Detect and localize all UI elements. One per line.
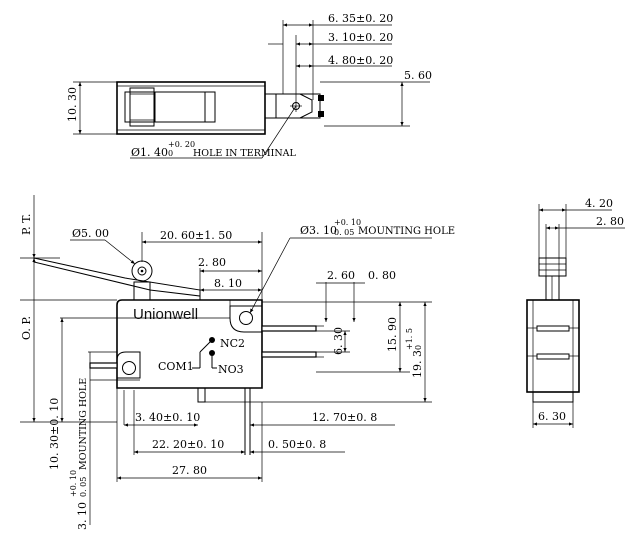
dim-19-3-tol-lower: 0 — [414, 345, 423, 350]
dim-6-30-side: 6. 30 — [538, 410, 566, 423]
top-terminal — [264, 93, 321, 119]
label-pt: P. T. — [20, 214, 33, 235]
dim-0-80: 0. 80 — [368, 269, 396, 282]
dim-mount-vertical-tol-upper: +0. 10 — [69, 470, 78, 497]
dim-roller-dia: Ø5. 00 — [72, 227, 109, 240]
label-com1: COM1 — [158, 360, 194, 373]
mount-hole-suffix: MOUNTING HOLE — [358, 226, 455, 237]
dim-2-60: 2. 60 — [327, 269, 355, 282]
dim-27-80: 27. 80 — [172, 464, 207, 477]
dim-mount-vertical-tol-lower: 0. 05 — [79, 477, 88, 497]
brand-label: Unionwell — [133, 306, 198, 323]
dim-3-40: 3. 40±0. 10 — [135, 411, 200, 424]
dim-4-20: 4. 20 — [585, 197, 613, 210]
dim-mount-vertical: 3. 10 — [76, 502, 89, 530]
dim-0-50: 0. 50±0. 8 — [268, 438, 326, 451]
dim-5-60: 5. 60 — [404, 69, 432, 82]
dim-3-10: 3. 10±0. 20 — [328, 31, 393, 44]
dim-4-80: 4. 80±0. 20 — [328, 54, 393, 67]
top-lever — [124, 91, 216, 123]
front-body-outline — [116, 299, 263, 389]
mount-hole-note: Ø3. 10 — [300, 224, 337, 237]
hole-note-tol-lower: 0 — [168, 149, 173, 158]
front-view: Unionwell NC2 COM1 NO3 P. T. O. P. Ø5. 0… — [20, 195, 455, 530]
hole-note-suffix: HOLE IN TERMINAL — [193, 148, 296, 159]
dim-8-10: 8. 10 — [214, 277, 242, 290]
dim-19-3-tol-upper: +1. 5 — [405, 328, 414, 350]
dim-20-60: 20. 60±1. 50 — [160, 229, 232, 242]
terminal-no — [261, 351, 317, 358]
dim-15-90: 15. 90 — [386, 317, 399, 352]
terminal-com — [89, 362, 118, 369]
mount-hole-tol-lower: 0. 05 — [334, 228, 354, 237]
top-view: 6. 35±0. 20 3. 10±0. 20 4. 80±0. 20 5. 6… — [66, 12, 432, 159]
dim-2-80-front: 2. 80 — [198, 256, 226, 269]
dim-10-30-vertical: 10. 30±0. 10 — [48, 398, 61, 470]
label-no3: NO3 — [218, 363, 244, 376]
hole-note-diameter: Ø1. 40 — [131, 146, 168, 159]
top-roller — [129, 87, 155, 127]
label-op: O. P. — [20, 316, 33, 340]
hole-note-tol-upper: +0. 20 — [168, 140, 195, 149]
dim-mount-vertical-suffix: MOUNTING HOLE — [78, 378, 89, 470]
dim-12-70: 12. 70±0. 8 — [312, 411, 377, 424]
terminal-nc — [261, 325, 317, 332]
dim-22-20: 22. 20±0. 10 — [152, 438, 224, 451]
mount-hole-tol-upper: +0. 10 — [334, 218, 361, 227]
front-lever — [33, 257, 201, 297]
mount-hole-left-icon — [122, 361, 136, 375]
dim-6-35: 6. 35±0. 20 — [328, 12, 393, 25]
dim-2-80-side: 2. 80 — [596, 215, 624, 228]
side-view: 4. 20 2. 80 6. 30 — [526, 197, 625, 428]
side-body — [526, 299, 580, 393]
side-roller — [538, 257, 567, 277]
label-nc2: NC2 — [220, 337, 245, 350]
dim-10-30-top: 10. 30 — [66, 87, 79, 122]
mount-hole-right-icon — [239, 311, 253, 325]
dim-6-30-front: 6. 30 — [332, 327, 345, 355]
dim-19-3: 19. 3 — [411, 350, 424, 378]
